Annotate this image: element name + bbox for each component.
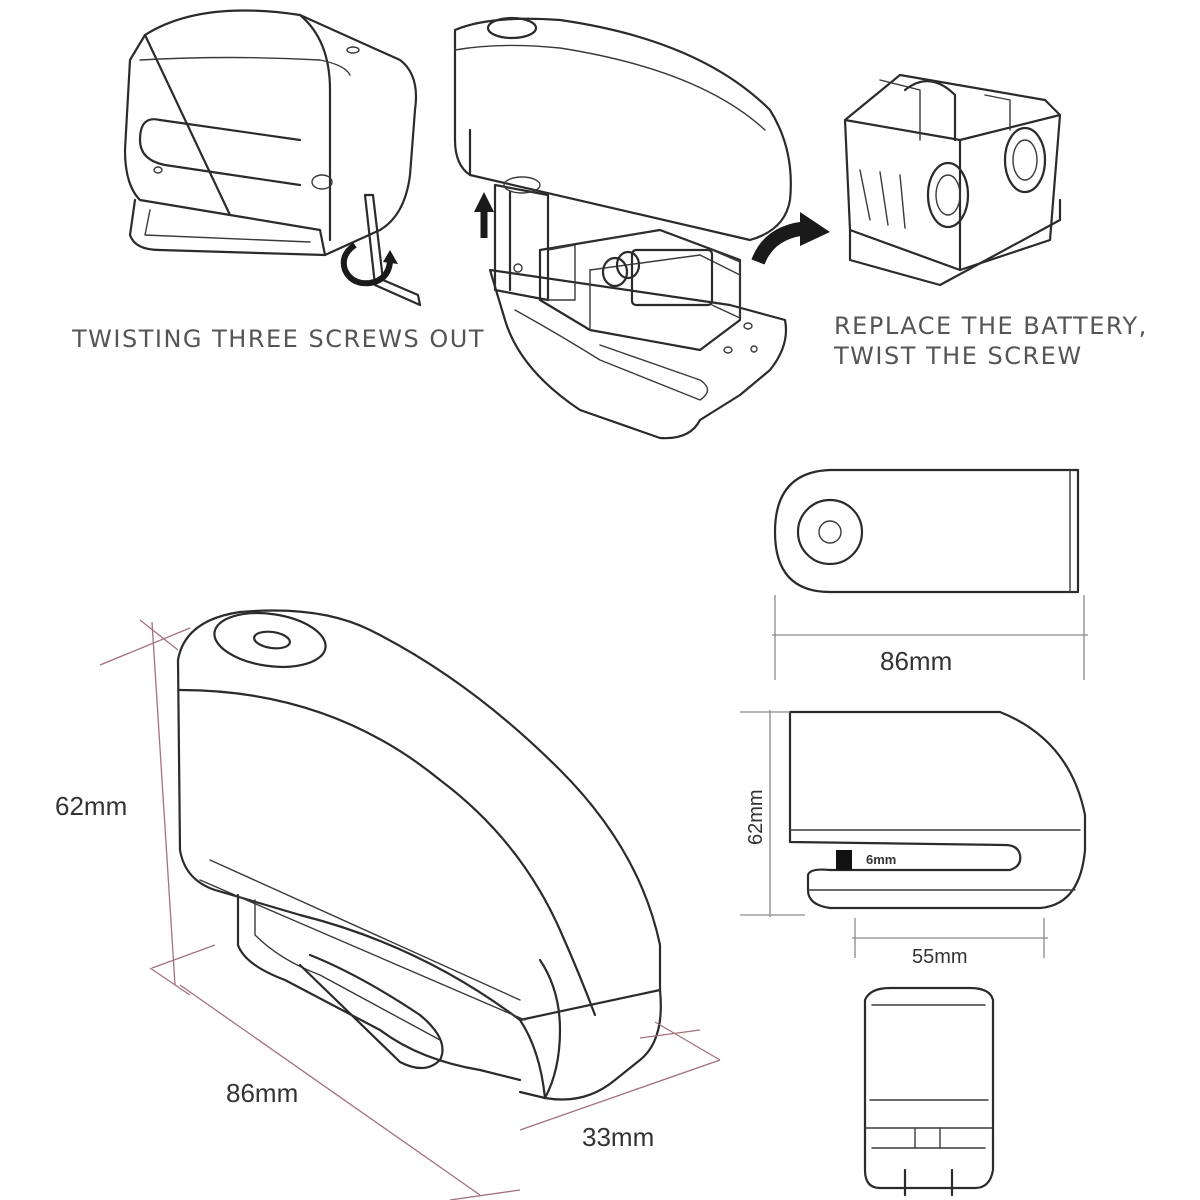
iso-height-label: 62mm bbox=[55, 791, 127, 821]
step2-caption-line1: REPLACE THE BATTERY, bbox=[834, 312, 1148, 340]
top-view-dimension bbox=[772, 595, 1088, 680]
pin-width-label: 6mm bbox=[866, 852, 896, 867]
step2-lock-illustration bbox=[453, 16, 792, 440]
slot-length-dimension bbox=[852, 918, 1048, 958]
side-view-height-label: 62mm bbox=[745, 789, 767, 845]
front-view-drawing bbox=[863, 986, 995, 1197]
top-view-drawing bbox=[773, 468, 1080, 594]
isometric-dimension-lines bbox=[99, 619, 721, 1200]
slot-length-label: 55mm bbox=[912, 946, 968, 968]
allen-key-icon bbox=[363, 193, 422, 307]
up-arrow-icon bbox=[474, 192, 494, 238]
side-view-drawing bbox=[788, 710, 1087, 910]
step1-caption: TWISTING THREE SCREWS OUT bbox=[71, 325, 485, 353]
rotate-arrow-icon bbox=[340, 242, 398, 287]
step2-caption-line2: TWIST THE SCREW bbox=[833, 342, 1083, 370]
isometric-lock-drawing bbox=[176, 609, 662, 1101]
iso-width-label: 33mm bbox=[582, 1122, 654, 1152]
curved-arrow-icon bbox=[751, 212, 830, 265]
side-view-height-dimension bbox=[740, 710, 805, 917]
battery-holder-illustration bbox=[843, 73, 1062, 287]
step1-lock-illustration bbox=[123, 9, 418, 257]
iso-length-label: 86mm bbox=[226, 1078, 298, 1108]
top-view-length-label: 86mm bbox=[880, 646, 952, 676]
